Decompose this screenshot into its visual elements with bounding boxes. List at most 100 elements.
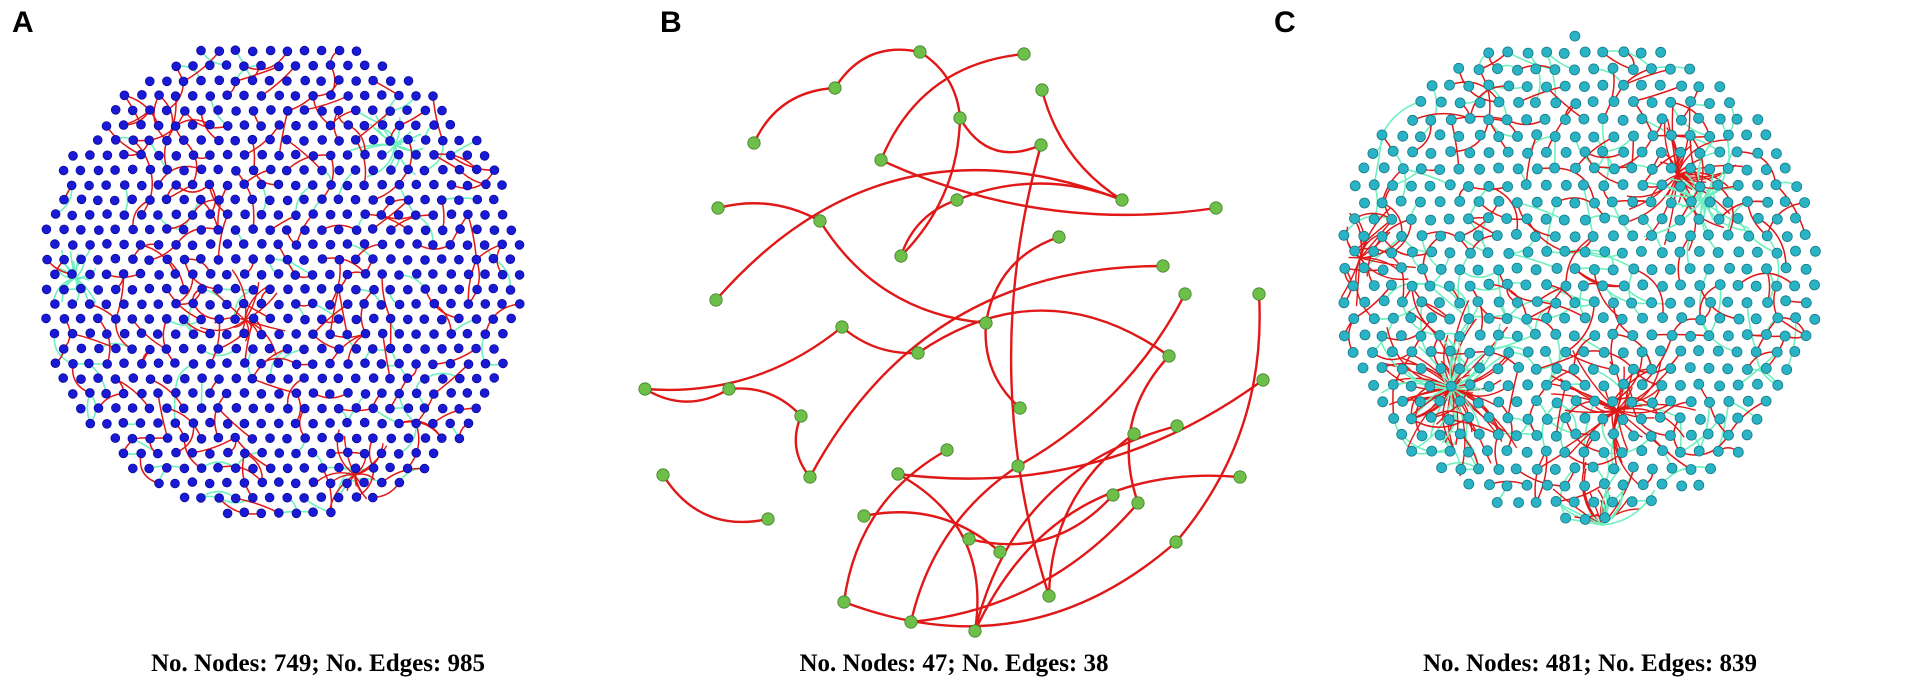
network-node xyxy=(1358,262,1370,274)
network-node xyxy=(1770,179,1782,191)
network-node xyxy=(325,358,335,369)
network-node xyxy=(222,180,233,191)
red-edge xyxy=(808,264,1164,478)
red-edge xyxy=(1616,407,1685,438)
network-node xyxy=(891,467,905,481)
network-node xyxy=(429,329,439,339)
network-node xyxy=(1731,113,1743,125)
network-node xyxy=(136,328,147,339)
network-node xyxy=(127,403,138,413)
network-node xyxy=(1501,114,1513,126)
network-node xyxy=(1347,280,1359,292)
network-node xyxy=(1675,114,1687,126)
network-node xyxy=(307,270,318,280)
red-edge xyxy=(1407,387,1453,448)
network-node xyxy=(273,508,284,518)
network-node xyxy=(170,358,180,368)
network-node xyxy=(1426,246,1438,258)
network-node xyxy=(188,298,199,309)
network-node xyxy=(1693,81,1705,93)
network-node xyxy=(350,194,361,205)
network-node xyxy=(1684,362,1696,374)
network-node xyxy=(1685,429,1697,441)
network-graph-b xyxy=(638,45,1270,638)
network-node xyxy=(1770,148,1782,160)
network-node xyxy=(1752,179,1764,191)
network-node xyxy=(222,239,233,249)
network-node xyxy=(1387,145,1399,157)
network-node xyxy=(119,149,129,160)
network-node xyxy=(1367,347,1378,358)
network-node xyxy=(1550,430,1562,442)
network-node xyxy=(316,283,327,294)
network-node xyxy=(68,389,78,399)
network-node xyxy=(1512,163,1524,175)
network-node xyxy=(1570,395,1582,407)
network-node xyxy=(162,433,173,443)
network-node xyxy=(308,388,319,398)
network-node xyxy=(127,164,138,175)
network-node xyxy=(1723,395,1735,407)
network-node xyxy=(274,120,285,130)
network-node xyxy=(282,463,293,474)
network-node xyxy=(1042,589,1056,603)
red-edge xyxy=(1666,118,1678,176)
network-node xyxy=(1357,362,1369,374)
red-edge xyxy=(381,333,391,379)
network-node xyxy=(359,477,369,488)
red-edge xyxy=(917,309,1170,357)
network-node xyxy=(1434,196,1446,208)
red-edge xyxy=(244,319,286,332)
network-node xyxy=(1685,396,1697,408)
network-node xyxy=(429,120,439,130)
network-node xyxy=(1597,413,1609,425)
red-edge xyxy=(241,453,254,499)
network-node xyxy=(1800,330,1812,342)
network-node xyxy=(84,358,94,369)
network-node xyxy=(342,180,353,191)
network-node xyxy=(420,433,431,443)
network-node xyxy=(420,344,430,354)
network-node xyxy=(102,150,113,161)
network-node xyxy=(1751,413,1763,425)
network-node xyxy=(1569,30,1581,42)
network-node xyxy=(1694,181,1706,193)
network-node xyxy=(480,210,490,220)
network-node xyxy=(1647,130,1659,142)
network-node xyxy=(489,225,500,236)
network-node xyxy=(497,298,507,309)
network-node xyxy=(1656,179,1668,191)
network-node xyxy=(239,61,249,71)
network-node xyxy=(1618,214,1630,226)
network-node xyxy=(1654,79,1666,91)
network-node xyxy=(247,434,258,444)
network-node xyxy=(1531,163,1543,175)
network-node xyxy=(1396,363,1408,375)
network-node xyxy=(385,462,395,473)
network-node xyxy=(1713,213,1725,225)
network-node xyxy=(393,149,404,160)
red-edge xyxy=(337,288,348,335)
network-node xyxy=(1338,229,1350,241)
network-node xyxy=(1170,419,1184,433)
red-edge xyxy=(715,168,1123,301)
network-node xyxy=(178,403,189,414)
red-edge xyxy=(752,86,836,144)
network-node xyxy=(1417,263,1428,275)
network-node xyxy=(359,417,370,428)
network-node xyxy=(1636,113,1648,125)
network-node xyxy=(214,374,224,384)
network-node xyxy=(1387,180,1398,191)
network-node xyxy=(1530,363,1542,375)
network-node xyxy=(299,493,309,503)
network-node xyxy=(445,358,456,369)
network-node xyxy=(307,447,318,458)
network-node xyxy=(179,254,190,265)
network-node xyxy=(281,225,292,235)
network-node xyxy=(368,313,379,324)
network-node xyxy=(1657,280,1668,292)
network-node xyxy=(325,150,336,161)
network-node xyxy=(300,433,311,443)
network-node xyxy=(1608,364,1620,376)
network-node xyxy=(136,210,147,220)
